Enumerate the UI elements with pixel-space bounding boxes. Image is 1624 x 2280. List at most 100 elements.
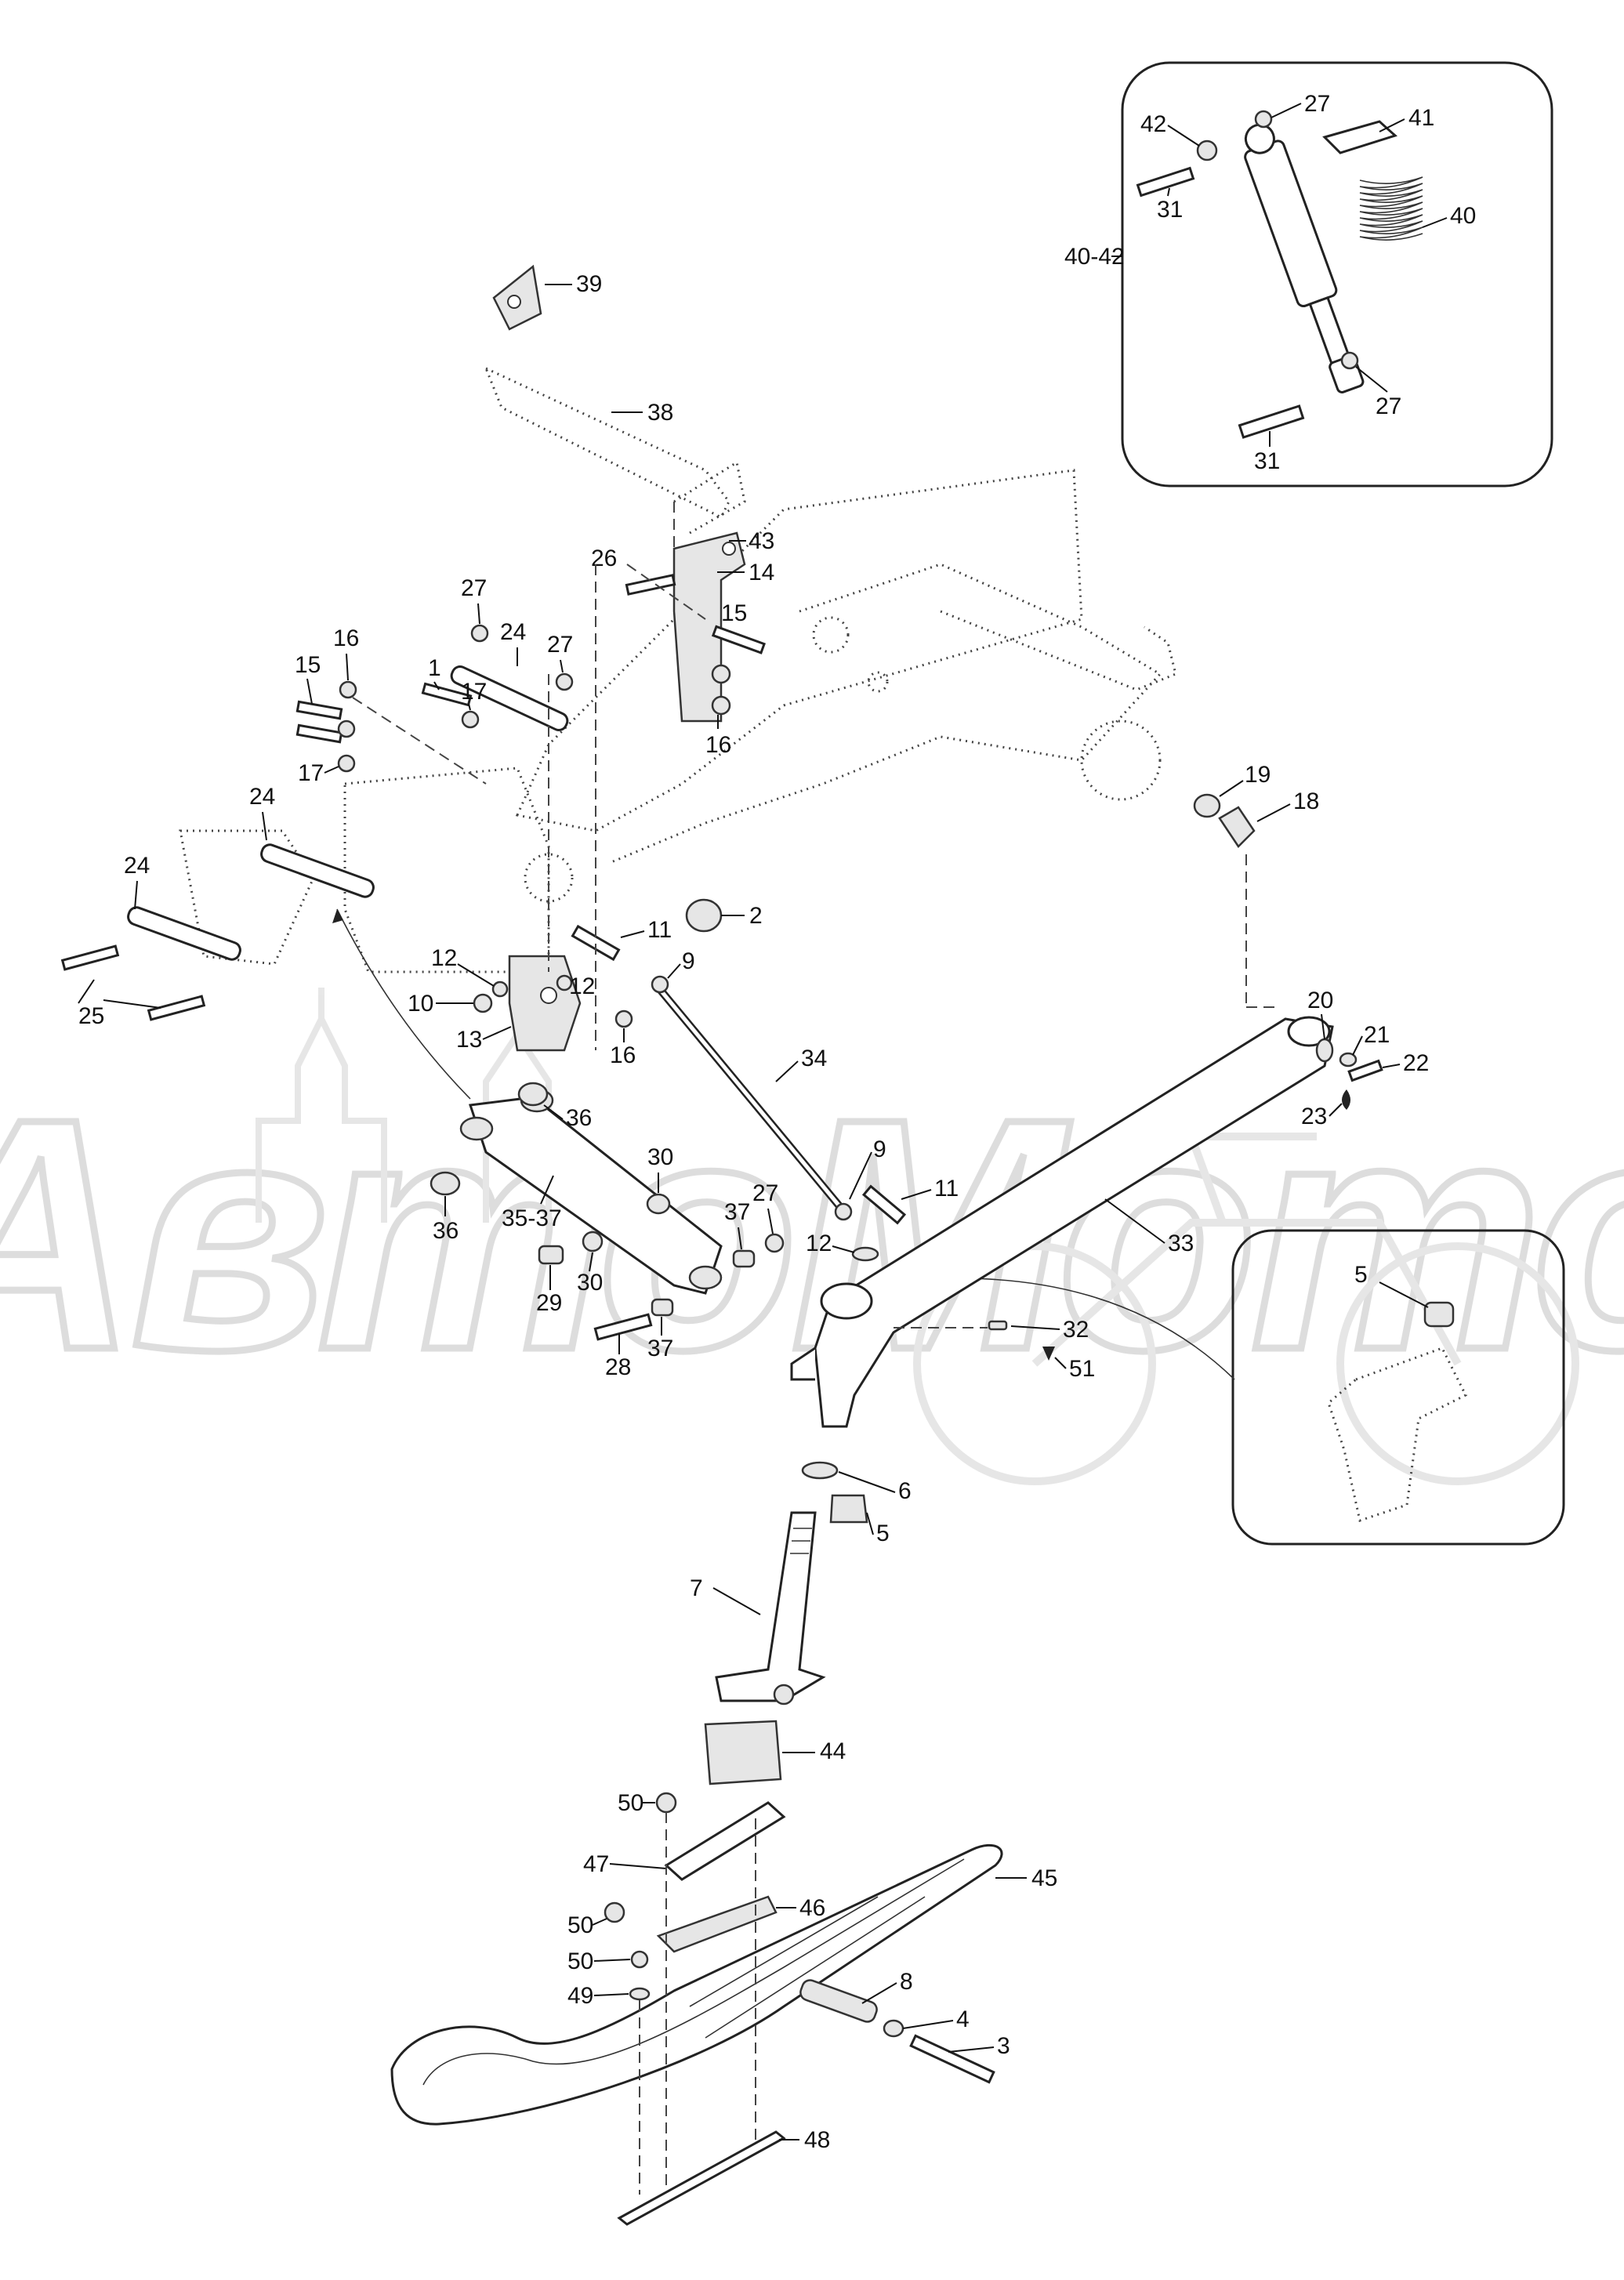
callout-18: 18 [1293, 788, 1319, 814]
callout-23: 23 [1301, 1104, 1327, 1129]
washer-30-a [646, 1193, 671, 1215]
callout-11: 11 [934, 1176, 959, 1202]
callout-13: 13 [456, 1027, 482, 1053]
assembly-lines [352, 502, 706, 1050]
wear-bar-bracket-46 [656, 1895, 778, 1953]
bolt-25-a [60, 944, 120, 971]
grease-23-icon [1342, 1089, 1350, 1110]
nut-50-top [655, 1792, 677, 1814]
grease-51-icon [1042, 1347, 1055, 1361]
callout-10: 10 [408, 991, 433, 1017]
nut-27-upper [1254, 110, 1273, 129]
bolt-31-lower [1238, 404, 1305, 439]
grease-fitting-32 [988, 1320, 1008, 1331]
washer-42 [1196, 140, 1218, 161]
bolts-26 [625, 574, 676, 596]
callout-17: 17 [298, 760, 324, 786]
nut-9-lower [834, 1202, 853, 1221]
stopper-44 [704, 1720, 782, 1785]
callout-51: 51 [1069, 1356, 1095, 1382]
bracket-38: 38 [484, 366, 746, 535]
callout-46: 46 [799, 1895, 825, 1921]
bushing-5 [829, 1494, 868, 1524]
nut-27-lower [1340, 351, 1359, 370]
callout-12: 12 [806, 1231, 832, 1256]
bolt-15-upper [711, 625, 766, 654]
callout-31: 31 [1254, 448, 1280, 474]
washer-17-c [461, 710, 480, 729]
callout-40: 40 [1450, 203, 1476, 229]
callout-38: 38 [647, 400, 673, 426]
callout-4: 4 [956, 2006, 970, 2032]
callout-37: 37 [724, 1199, 750, 1225]
callout-24: 24 [249, 784, 275, 810]
callout-6: 6 [898, 1478, 912, 1504]
ball-joint-11-upper [571, 924, 621, 962]
washer-4 [883, 2019, 904, 2038]
callout-49: 49 [567, 1983, 593, 2009]
bolt-31-upper [1136, 166, 1195, 198]
bushing-5-detail [1423, 1301, 1455, 1328]
bolt-25-b [147, 995, 206, 1021]
callout-9: 9 [682, 948, 695, 974]
callout-28: 28 [605, 1354, 631, 1380]
callout-9: 9 [873, 1136, 886, 1162]
callout-41: 41 [1408, 105, 1434, 131]
nut-16-lower [711, 695, 731, 716]
bolt-15-left-b [295, 723, 343, 744]
bushing-36-right [517, 1082, 549, 1107]
chassis-frame [179, 469, 1177, 973]
washer-12-lower [851, 1246, 879, 1262]
callout-12: 12 [431, 945, 457, 971]
callout-30: 30 [577, 1270, 603, 1296]
bolt-28 [593, 1313, 653, 1341]
callout-37: 37 [647, 1336, 673, 1361]
knuckle-13 [508, 955, 582, 1052]
knuckle-group: 12 10 13 12 11 16 [408, 917, 672, 1068]
callout-20: 20 [1307, 988, 1333, 1013]
control-arm-35-37: 36 36 35-37 30 30 29 37 27 37 28 [332, 908, 785, 1380]
washer-6 [801, 1461, 839, 1480]
bushing-36-left [430, 1171, 461, 1196]
callout-50: 50 [567, 1912, 593, 1938]
callout-15: 15 [295, 652, 321, 678]
nut-16-left [339, 680, 357, 699]
nut-10 [473, 993, 493, 1013]
nut-27-right [555, 672, 574, 691]
callout-27: 27 [752, 1180, 778, 1206]
mount-bracket-14: 43 14 26 15 16 [591, 528, 774, 758]
callout-5: 5 [876, 1521, 890, 1546]
callout-16: 16 [705, 732, 731, 758]
cap-2: 2 [685, 898, 763, 933]
bolt-15-left-a [295, 700, 343, 720]
bolt-3 [909, 2034, 995, 2084]
bolt-22 [1347, 1059, 1383, 1082]
callout-27: 27 [547, 632, 573, 658]
callout-39: 39 [576, 271, 602, 297]
link-24-upper [450, 665, 569, 731]
trailing-arm-33: 20 21 22 23 33 32 51 [790, 988, 1429, 1428]
callout-47: 47 [583, 1851, 609, 1877]
callout-2: 2 [749, 903, 763, 929]
callout-25: 25 [78, 1003, 104, 1029]
washer-20 [1315, 1038, 1334, 1063]
ski-assembly: 44 50 47 46 50 50 49 45 8 4 3 [390, 1720, 1057, 2226]
callout-27: 27 [461, 575, 487, 601]
washer-12-b [556, 974, 573, 991]
link-24-mid [260, 843, 375, 898]
callout-43: 43 [749, 528, 774, 554]
callout-36: 36 [566, 1105, 592, 1131]
callout-7: 7 [690, 1575, 703, 1601]
bushing-18-19: 19 18 [1193, 762, 1319, 1008]
washer-30-b [582, 1231, 604, 1252]
callout-35-37: 35-37 [502, 1205, 562, 1231]
callout-42: 42 [1140, 111, 1166, 137]
bushing-37-b [651, 1298, 674, 1317]
nut-9-upper [651, 975, 669, 994]
callout-5: 5 [1354, 1262, 1368, 1288]
wear-bar-48 [617, 2130, 786, 2226]
callout-3: 3 [997, 2033, 1010, 2059]
callout-33: 33 [1168, 1231, 1194, 1256]
clip-39: 39 [492, 264, 602, 331]
bolt-1 [421, 682, 473, 707]
